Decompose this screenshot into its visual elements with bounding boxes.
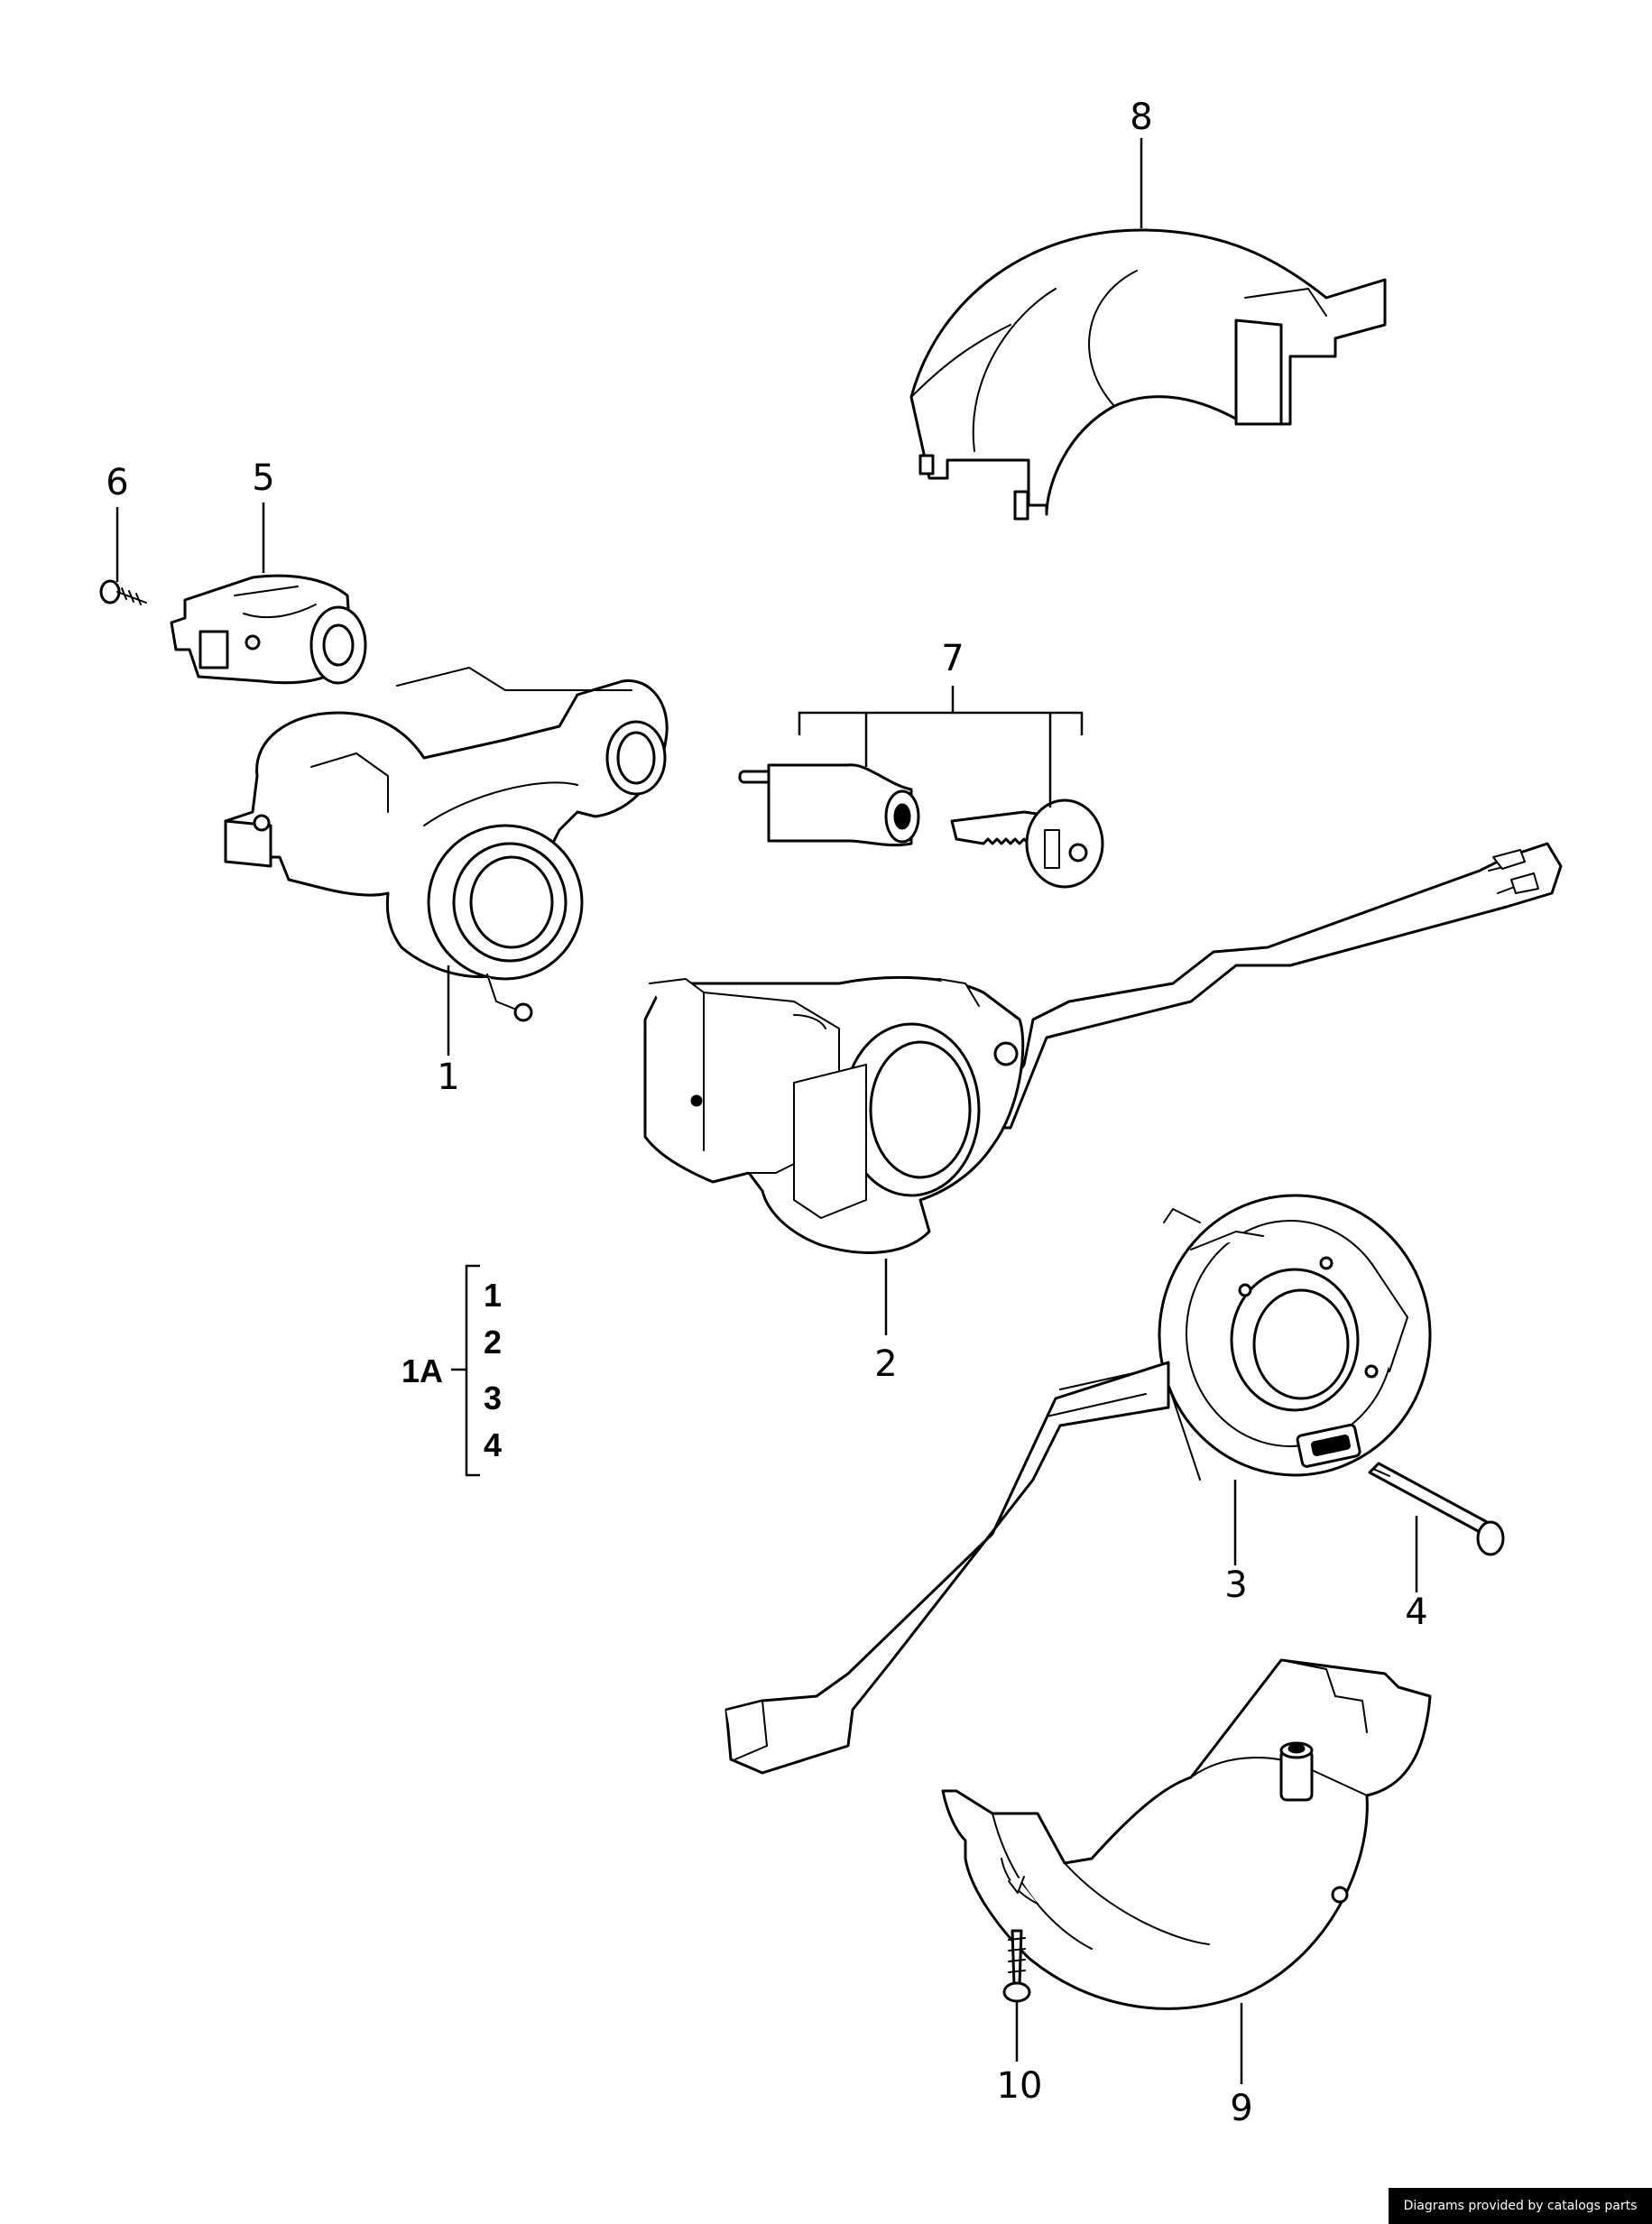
part-3-switch-housing[interactable]	[724, 1194, 1432, 1775]
part-2-stalk-switch[interactable]	[643, 842, 1563, 1254]
callout-labels: 8 6 5 7 1 2 3 4 9 10	[106, 97, 1427, 2129]
assembly-item-1: 1	[484, 1277, 502, 1314]
callout-1: 1	[437, 1057, 459, 1098]
assembly-item-3: 3	[484, 1380, 502, 1417]
leader-lines	[115, 138, 1418, 2084]
part-1-lock-housing[interactable]	[224, 667, 669, 1022]
callout-5: 5	[252, 457, 274, 499]
assembly-item-2: 2	[484, 1324, 502, 1361]
assembly-1a-group: 1A 1 2 3 4	[401, 1264, 502, 1477]
part-4-bolt[interactable]	[1368, 1462, 1505, 1556]
part-9-lower-shroud[interactable]	[941, 1658, 1432, 2010]
credit-banner: Diagrams provided by catalogs parts	[1389, 2188, 1652, 2224]
part-5-ignition-switch[interactable]	[170, 574, 367, 685]
callout-10: 10	[997, 2065, 1043, 2107]
assembly-item-4: 4	[484, 1426, 502, 1463]
callout-3: 3	[1224, 1564, 1247, 1606]
callout-4: 4	[1405, 1592, 1427, 1633]
assembly-label: 1A	[401, 1352, 443, 1389]
part-6-screw[interactable]	[99, 579, 147, 605]
callout-6: 6	[106, 462, 128, 503]
callout-2: 2	[874, 1343, 897, 1385]
callout-8: 8	[1130, 97, 1152, 138]
part-7-lock-cylinder-key[interactable]	[738, 763, 1104, 889]
callout-7: 7	[941, 638, 964, 679]
callout-9: 9	[1230, 2088, 1252, 2129]
part-8-upper-shroud[interactable]	[909, 228, 1387, 521]
